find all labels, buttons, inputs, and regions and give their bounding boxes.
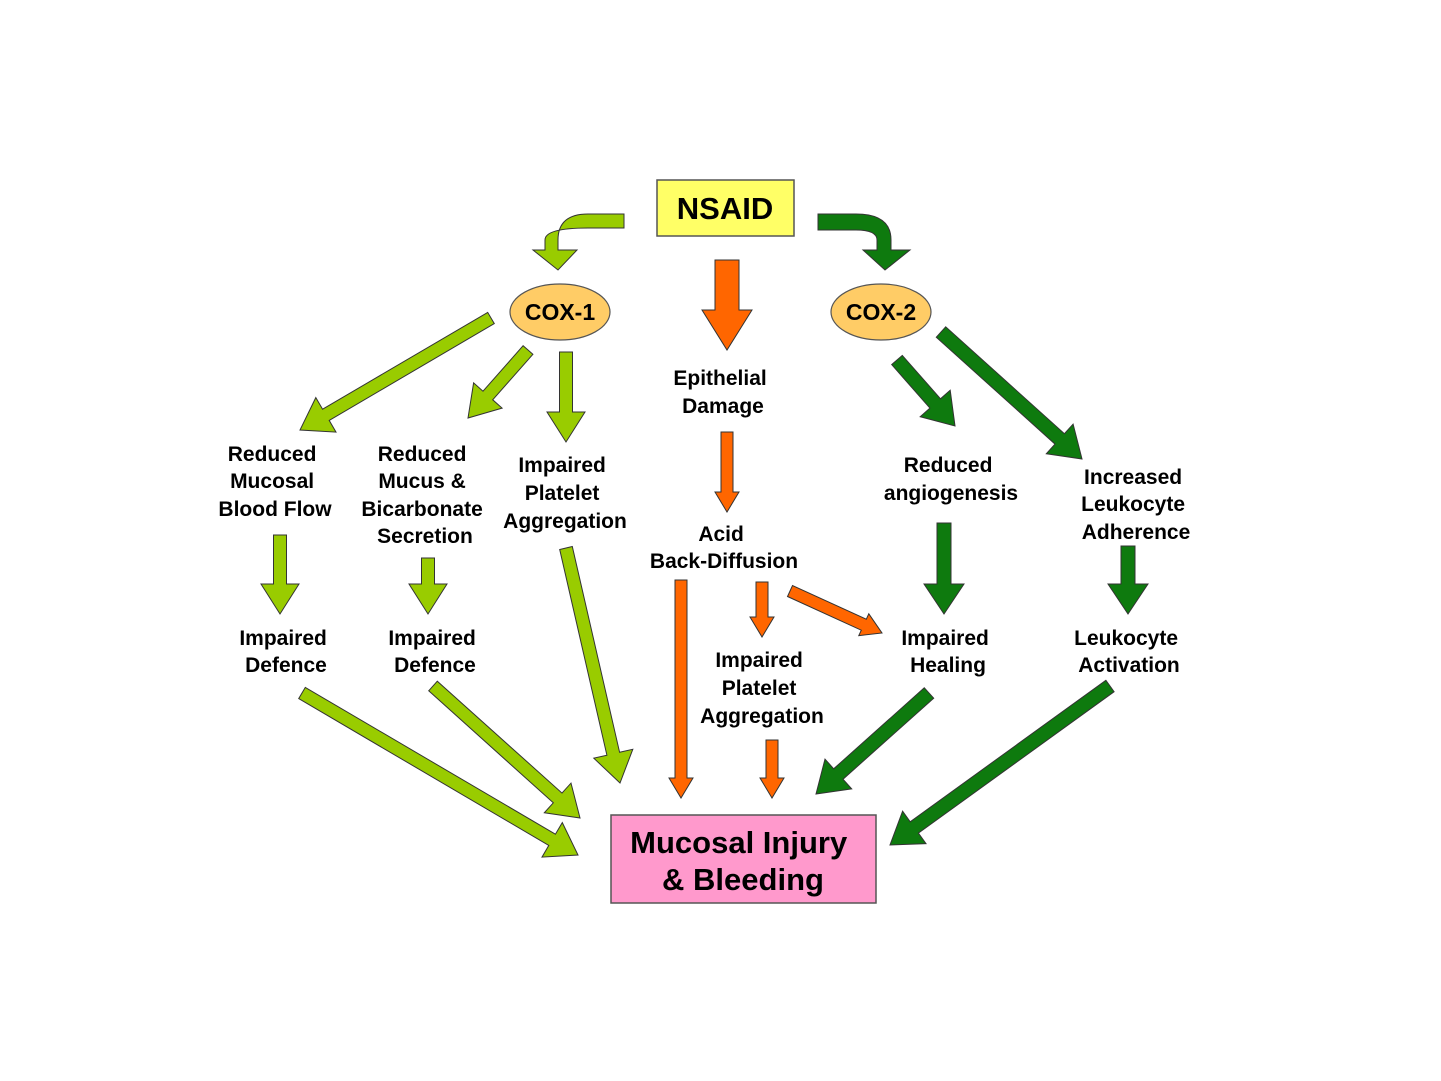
cox-2-oval <box>830 283 932 341</box>
cox1-to-platelet-arrow <box>546 351 586 443</box>
leukocyte-activation-label: Leukocyte Activation <box>1074 627 1184 677</box>
reduced-mucus-label: Reduced Mucus & Bicarbonate Secretion <box>361 443 488 548</box>
nsaid-to-epithelial-arrow <box>701 259 753 351</box>
impaired-platelet-label-1: Impaired Platelet Aggregation <box>503 454 627 533</box>
mucosal-injury-box <box>610 814 877 904</box>
increased-leukocyte-label: Increased Leukocyte Adherence <box>1081 466 1191 544</box>
acid-to-platelet2-arrow <box>749 581 775 638</box>
leukocyte-to-activation-arrow <box>1107 545 1149 615</box>
epithelial-to-acid-arrow <box>714 431 740 513</box>
nsaid-box <box>656 179 795 237</box>
healing-to-injury-arrow <box>815 687 935 795</box>
impaired-platelet-label-2: Impaired Platelet Aggregation <box>700 649 824 728</box>
defence2-to-injury-arrow <box>427 680 581 819</box>
platelet2-to-injury-arrow <box>759 739 785 799</box>
impaired-defence-label-2: Impaired Defence <box>388 627 481 677</box>
cox2-to-angiogenesis-arrow <box>890 354 956 427</box>
cox1-to-mucus-arrow <box>467 344 534 419</box>
impaired-defence-label-1: Impaired Defence <box>239 627 332 677</box>
activation-to-injury-arrow <box>889 679 1115 846</box>
mucosal-injury-label: Mucosal Injury & Bleeding <box>630 825 856 897</box>
nsaid-to-cox1-arrow <box>531 213 625 271</box>
cox-1-oval <box>509 283 611 341</box>
acid-to-healing-arrow <box>786 584 883 637</box>
reduced-blood-flow-label: Reduced Mucosal Blood Flow <box>218 443 332 521</box>
epithelial-damage-label: Epithelial Damage <box>673 367 772 418</box>
nsaid-label: NSAID <box>677 191 773 226</box>
impaired-healing-label: Impaired Healing <box>901 627 994 677</box>
arrows-layer <box>260 259 1149 858</box>
platelet1-to-injury-arrow <box>559 545 634 784</box>
blood-flow-to-defence-arrow <box>260 534 300 615</box>
cox-1-label: COX-1 <box>525 299 596 325</box>
acid-back-diffusion-label: Acid Back-Diffusion <box>650 523 798 573</box>
angiogenesis-to-healing-arrow <box>923 522 965 615</box>
mucus-to-defence-arrow <box>408 557 448 615</box>
cox1-to-blood-flow-arrow <box>299 311 495 433</box>
defence1-to-injury-arrow <box>298 686 579 858</box>
reduced-angiogenesis-label: Reduced angiogenesis <box>884 454 1018 505</box>
cox-2-label: COX-2 <box>846 299 916 325</box>
cox2-to-leukocyte-arrow <box>935 326 1083 460</box>
acid-to-injury-arrow <box>668 579 694 799</box>
nsaid-to-cox2-arrow <box>817 213 912 271</box>
